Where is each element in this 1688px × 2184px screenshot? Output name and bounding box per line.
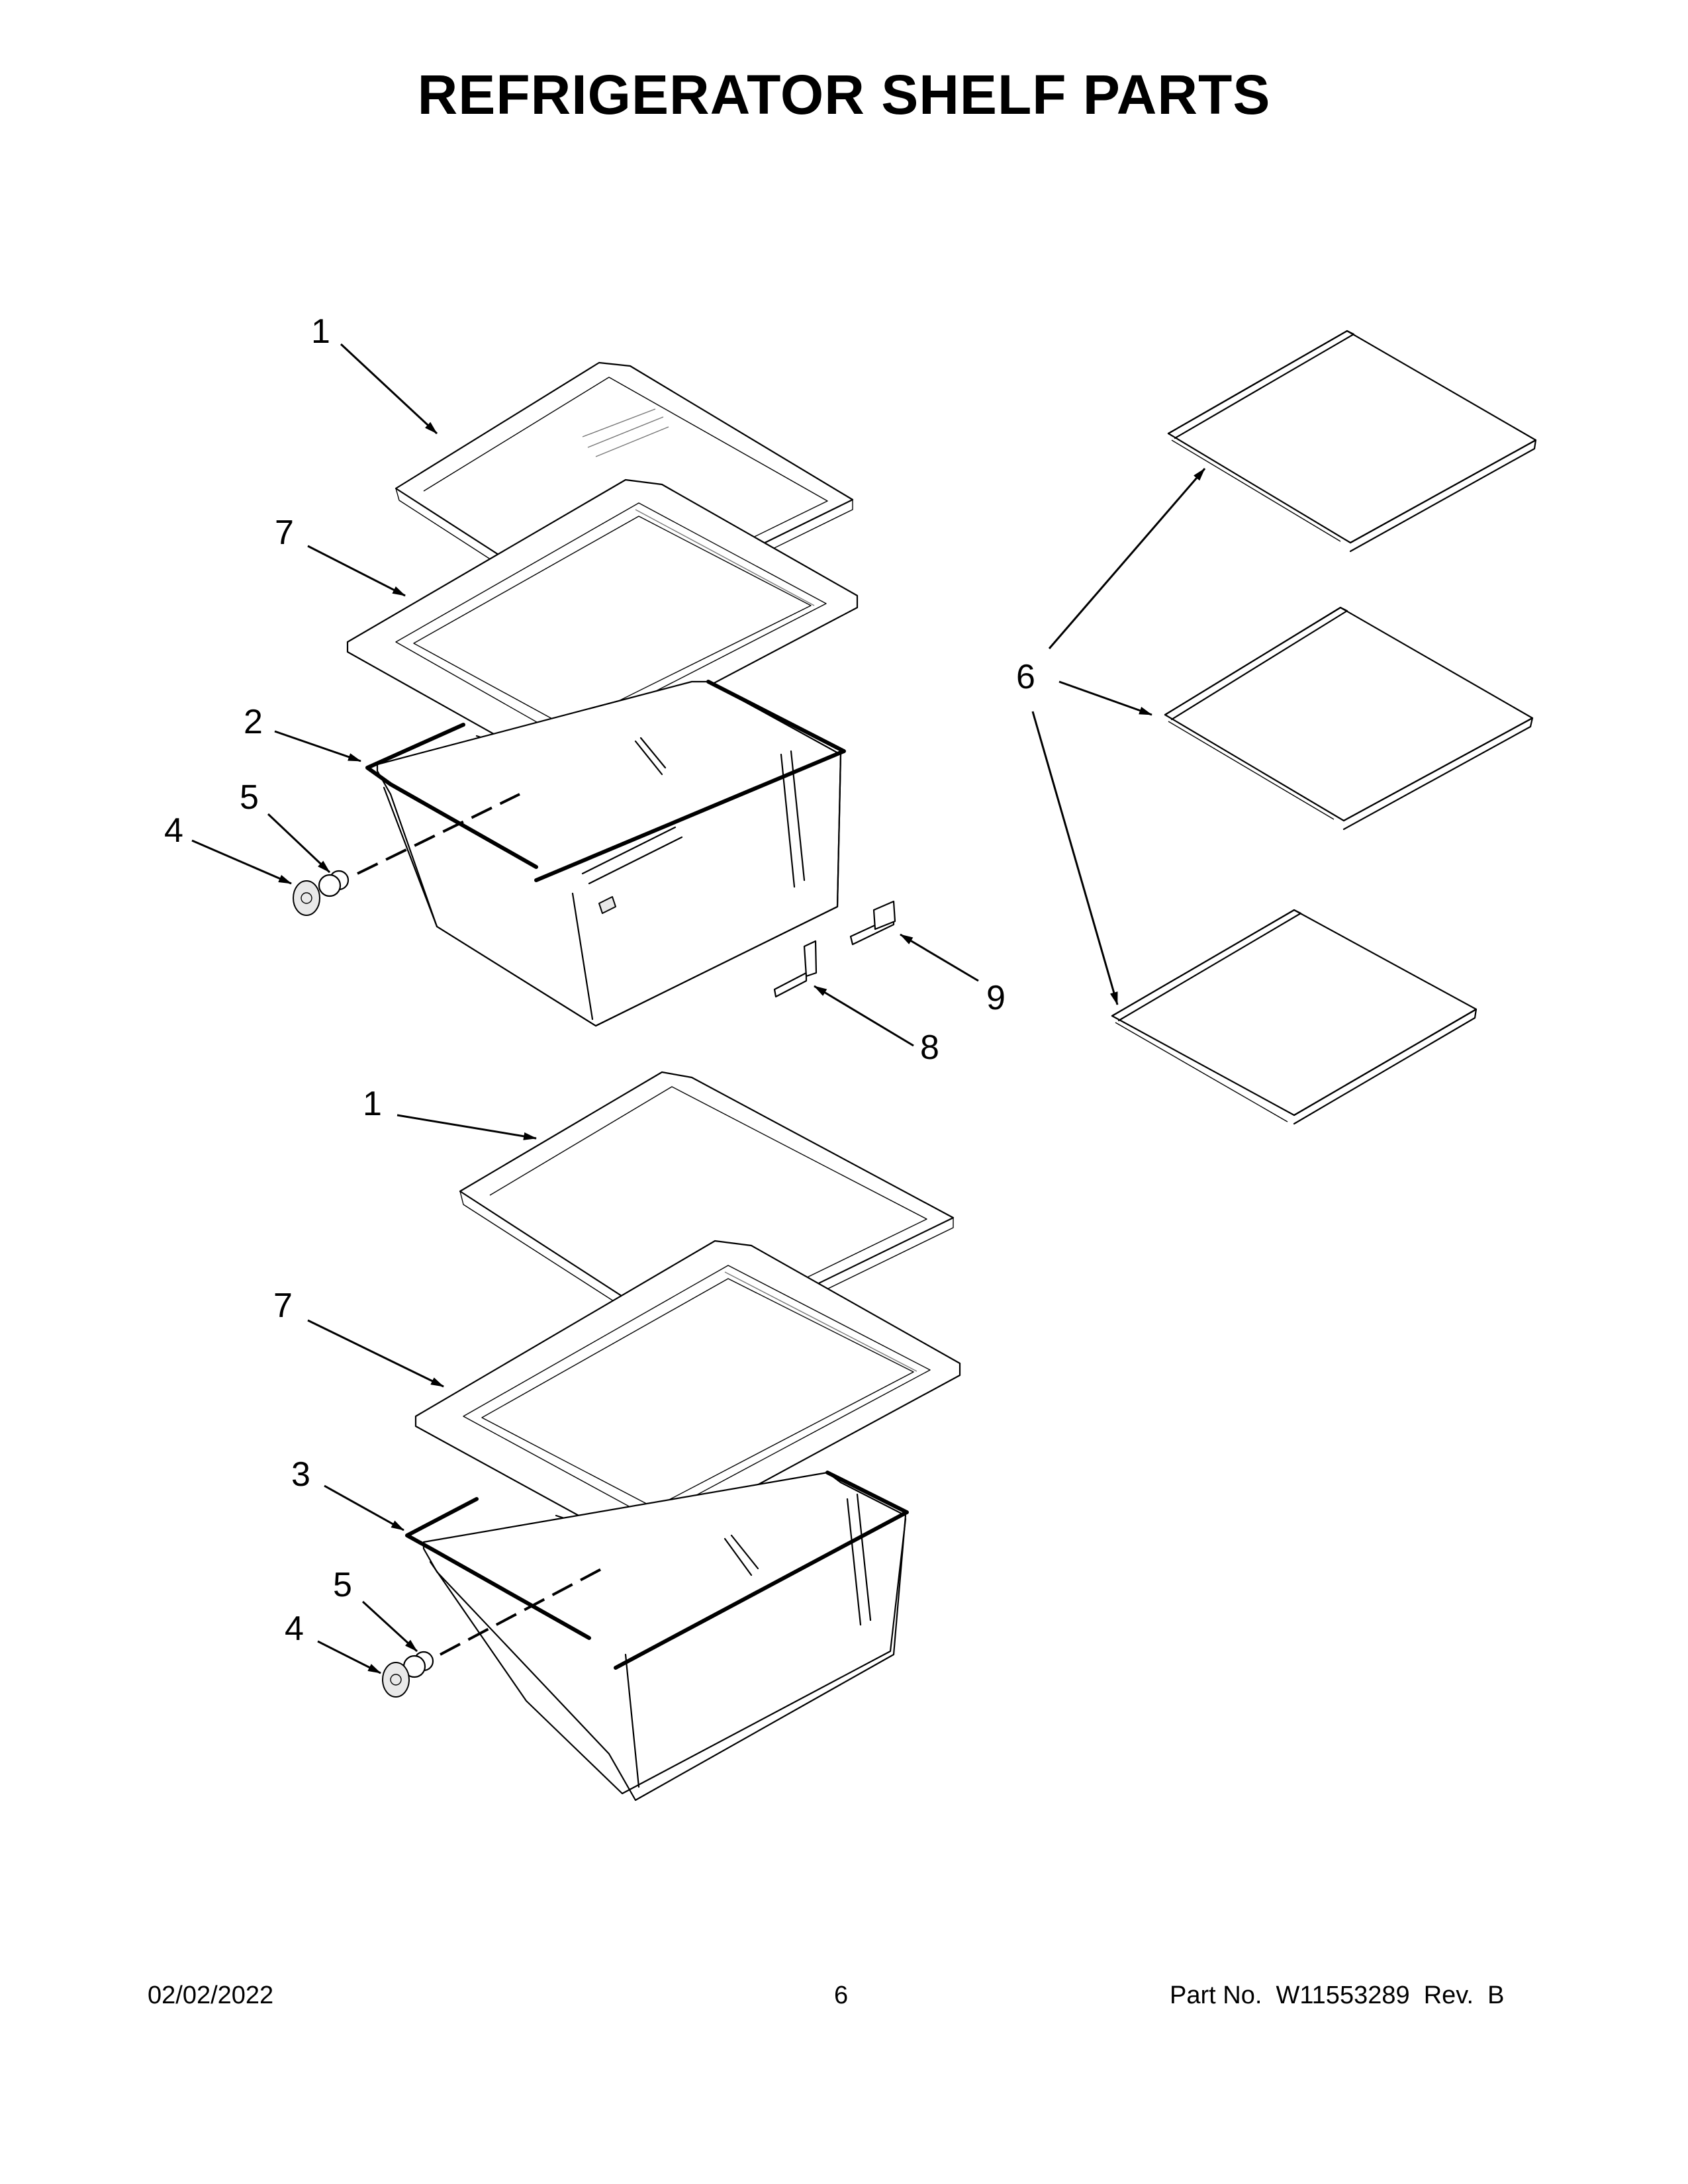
shelf-middle	[1164, 606, 1534, 831]
callout-4-lower: 4	[285, 1610, 304, 1648]
shelf-bottom	[1111, 909, 1477, 1125]
callout-8: 8	[920, 1028, 939, 1067]
humidity-control-lower	[382, 1567, 603, 1698]
crisper-drawer-upper	[365, 680, 846, 1027]
callout-5-lower: 5	[333, 1566, 352, 1604]
callout-9: 9	[986, 979, 1006, 1017]
callout-4-upper: 4	[164, 811, 183, 850]
shelf-top	[1167, 330, 1537, 553]
callout-1-upper: 1	[311, 312, 330, 351]
bracket-9	[849, 900, 896, 946]
callout-2: 2	[244, 703, 263, 741]
callout-7-upper: 7	[275, 514, 294, 552]
page-title: REFRIGERATOR SHELF PARTS	[417, 64, 1271, 126]
callout-1-lower: 1	[363, 1085, 382, 1123]
callout-6: 6	[1016, 658, 1035, 696]
footer-date: 02/02/2022	[148, 1981, 274, 2009]
callout-5-upper: 5	[240, 778, 259, 817]
callout-leaders	[191, 343, 1206, 1674]
crisper-frame-upper	[346, 478, 859, 762]
humidity-control-upper	[293, 793, 520, 916]
callout-7-lower: 7	[273, 1287, 293, 1325]
bracket-8	[773, 940, 818, 998]
callout-3: 3	[291, 1455, 310, 1494]
footer-page-number: 6	[834, 1981, 849, 2009]
footer-part-number: Part No. W11553289 Rev. B	[1170, 1981, 1505, 2009]
crisper-drawer-lower	[405, 1471, 909, 1801]
